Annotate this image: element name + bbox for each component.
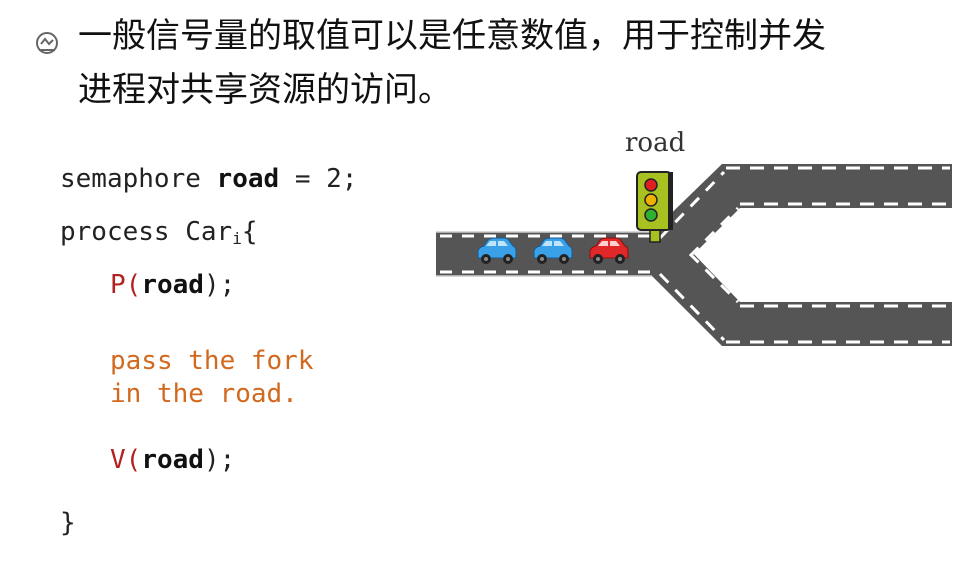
decl-suffix: = 2; bbox=[279, 164, 358, 194]
p-op: P( bbox=[110, 270, 142, 300]
light-green bbox=[644, 208, 658, 222]
road-branch-lower bbox=[652, 232, 952, 346]
car-red-icon bbox=[589, 237, 629, 264]
code-p-call: P(road); bbox=[110, 270, 235, 300]
light-yellow bbox=[644, 193, 658, 207]
code-process: process Cari{ bbox=[60, 217, 257, 254]
code-pass-line-2: in the road. bbox=[110, 379, 298, 409]
car-blue-1-icon bbox=[477, 237, 517, 264]
v-close: ); bbox=[203, 445, 236, 475]
road-label: road bbox=[625, 128, 686, 158]
light-red bbox=[644, 178, 658, 192]
decl-var: road bbox=[216, 164, 280, 194]
heading-line-1: 一般信号量的取值可以是任意数值，用于控制并发 bbox=[78, 16, 826, 56]
proc-subscript: i bbox=[232, 229, 242, 248]
road-branch-upper bbox=[652, 164, 952, 276]
code-v-call: V(road); bbox=[110, 445, 235, 475]
p-arg: road bbox=[141, 270, 204, 300]
v-arg: road bbox=[141, 445, 204, 475]
traffic-light-icon bbox=[636, 171, 673, 243]
proc-prefix: process Car bbox=[60, 217, 233, 247]
code-decl: semaphore road = 2; bbox=[60, 164, 357, 194]
car-blue-2-icon bbox=[533, 237, 573, 264]
heading-line-2: 进程对共享资源的访问。 bbox=[78, 70, 452, 110]
bullet-icon bbox=[36, 32, 58, 54]
decl-prefix: semaphore bbox=[60, 164, 217, 194]
code-close-brace: } bbox=[60, 508, 76, 538]
code-pass-line-1: pass the fork bbox=[110, 346, 314, 376]
proc-open: { bbox=[241, 217, 258, 247]
p-close: ); bbox=[203, 270, 236, 300]
v-op: V( bbox=[110, 445, 142, 475]
